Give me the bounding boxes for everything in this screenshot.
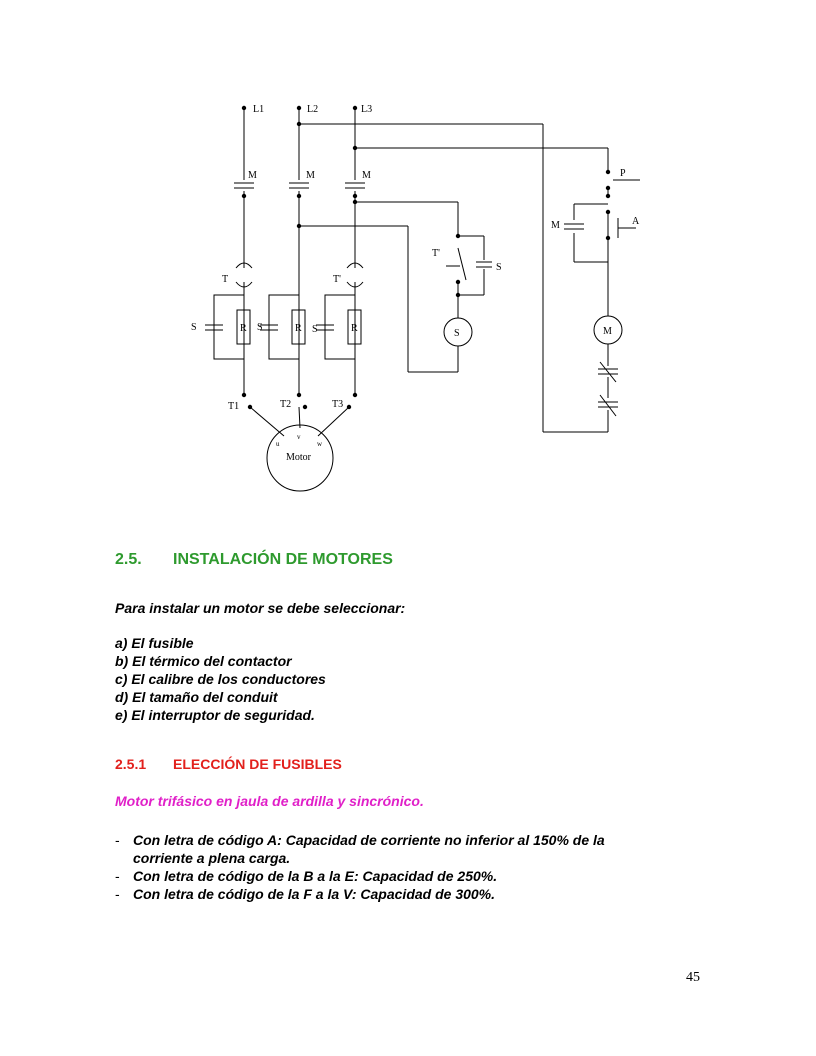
resistor-label-2: R — [295, 323, 302, 334]
capacitor-label-aux: S — [496, 262, 502, 273]
subsection-heading: 2.5.1 ELECCIÓN DE FUSIBLES — [115, 756, 342, 772]
capacitor-label-1: S — [191, 322, 197, 333]
section-intro: Para instalar un motor se debe seleccion… — [115, 600, 406, 616]
subsection-title: ELECCIÓN DE FUSIBLES — [173, 756, 342, 772]
terminal-label-t1: T1 — [228, 401, 239, 412]
list-item: d) El tamaño del conduit — [115, 689, 278, 705]
bullet-item: - Con letra de código A: Capacidad de co… — [115, 831, 695, 867]
stop-button-label: P — [620, 168, 626, 179]
holding-contact-label: M — [551, 220, 560, 231]
bullet-text-line: Con letra de código de la B a la E: Capa… — [133, 868, 498, 884]
list-item: b) El térmico del contactor — [115, 653, 292, 669]
capacitor-label-2: S — [257, 322, 263, 333]
bullet-item: - Con letra de código de la B a la E: Ca… — [115, 867, 695, 885]
list-item: e) El interruptor de seguridad. — [115, 707, 315, 723]
list-item: c) El calibre de los conductores — [115, 671, 326, 687]
line-label-l2: L2 — [307, 104, 318, 115]
thermal-label-1: T — [222, 274, 228, 285]
line-label-l3: L3 — [361, 104, 372, 115]
thermal-label-aux: T' — [432, 248, 440, 259]
bullet-dash: - — [115, 832, 120, 848]
start-button-label: A — [632, 216, 640, 227]
bullet-dash: - — [115, 886, 120, 902]
section-heading: 2.5. INSTALACIÓN DE MOTORES — [115, 551, 393, 569]
bullet-text-line: Con letra de código A: Capacidad de corr… — [133, 832, 605, 848]
contactor-label-3: M — [362, 170, 371, 181]
resistor-label-3: R — [351, 323, 358, 334]
bullet-item: - Con letra de código de la F a la V: Ca… — [115, 885, 695, 903]
list-item: a) El fusible — [115, 635, 194, 651]
contactor-label-1: M — [248, 170, 257, 181]
motor-type-text: Motor trifásico en jaula de ardilla y si… — [115, 793, 424, 809]
bullet-text-line: corriente a plena carga. — [133, 850, 291, 866]
motor-label: Motor — [286, 452, 312, 463]
bullet-dash: - — [115, 868, 120, 884]
resistor-label-1: R — [240, 323, 247, 334]
coil-label: M — [603, 326, 612, 337]
line-label-l1: L1 — [253, 104, 264, 115]
section-title: INSTALACIÓN DE MOTORES — [173, 551, 393, 568]
terminal-label-t3: T3 — [332, 399, 343, 410]
capacitor-label-3: S — [312, 324, 318, 335]
subsection-number: 2.5.1 — [115, 756, 147, 772]
contactor-label-2: M — [306, 170, 315, 181]
motor-terminal-v: v — [297, 433, 301, 441]
page-number: 45 — [686, 970, 700, 985]
terminal-label-t2: T2 — [280, 399, 291, 410]
bullet-text-line: Con letra de código de la F a la V: Capa… — [133, 886, 496, 902]
solenoid-label: S — [454, 328, 460, 339]
thermal-label-2: T' — [333, 274, 341, 285]
motor-terminal-w: w — [317, 440, 323, 448]
section-number: 2.5. — [115, 551, 142, 568]
motor-terminal-u: u — [276, 440, 280, 448]
motor-control-circuit-diagram: L1 L2 L3 M M M T T' T' S S S S R R R T1 … — [191, 104, 640, 492]
